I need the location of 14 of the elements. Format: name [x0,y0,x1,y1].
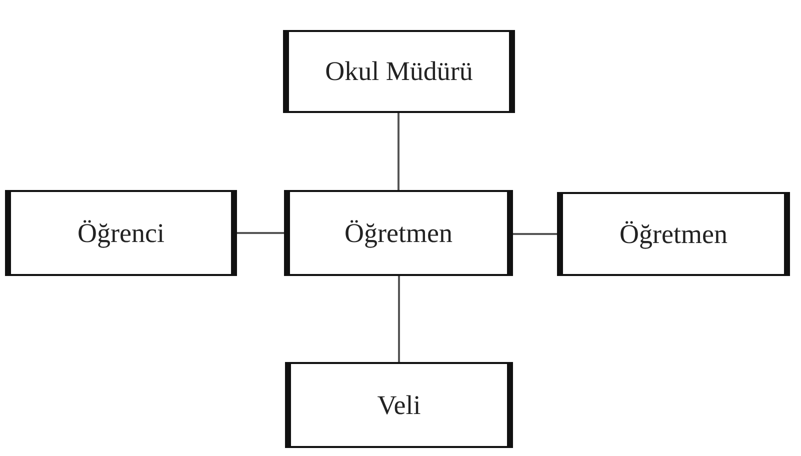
role-label: Veli [377,390,421,420]
connector-line [398,113,400,190]
connector-line [513,233,557,235]
role-label: Öğrenci [78,218,164,248]
role-label: Öğretmen [620,218,728,250]
role-box [284,190,513,276]
role-box [283,30,515,113]
role-label: Öğretmen [344,218,452,248]
connector-line [237,232,284,234]
role-box [285,362,513,448]
connector-line [398,276,400,362]
role-box [557,192,790,276]
role-label: Okul Müdürü [325,56,473,87]
role-box [5,190,237,276]
